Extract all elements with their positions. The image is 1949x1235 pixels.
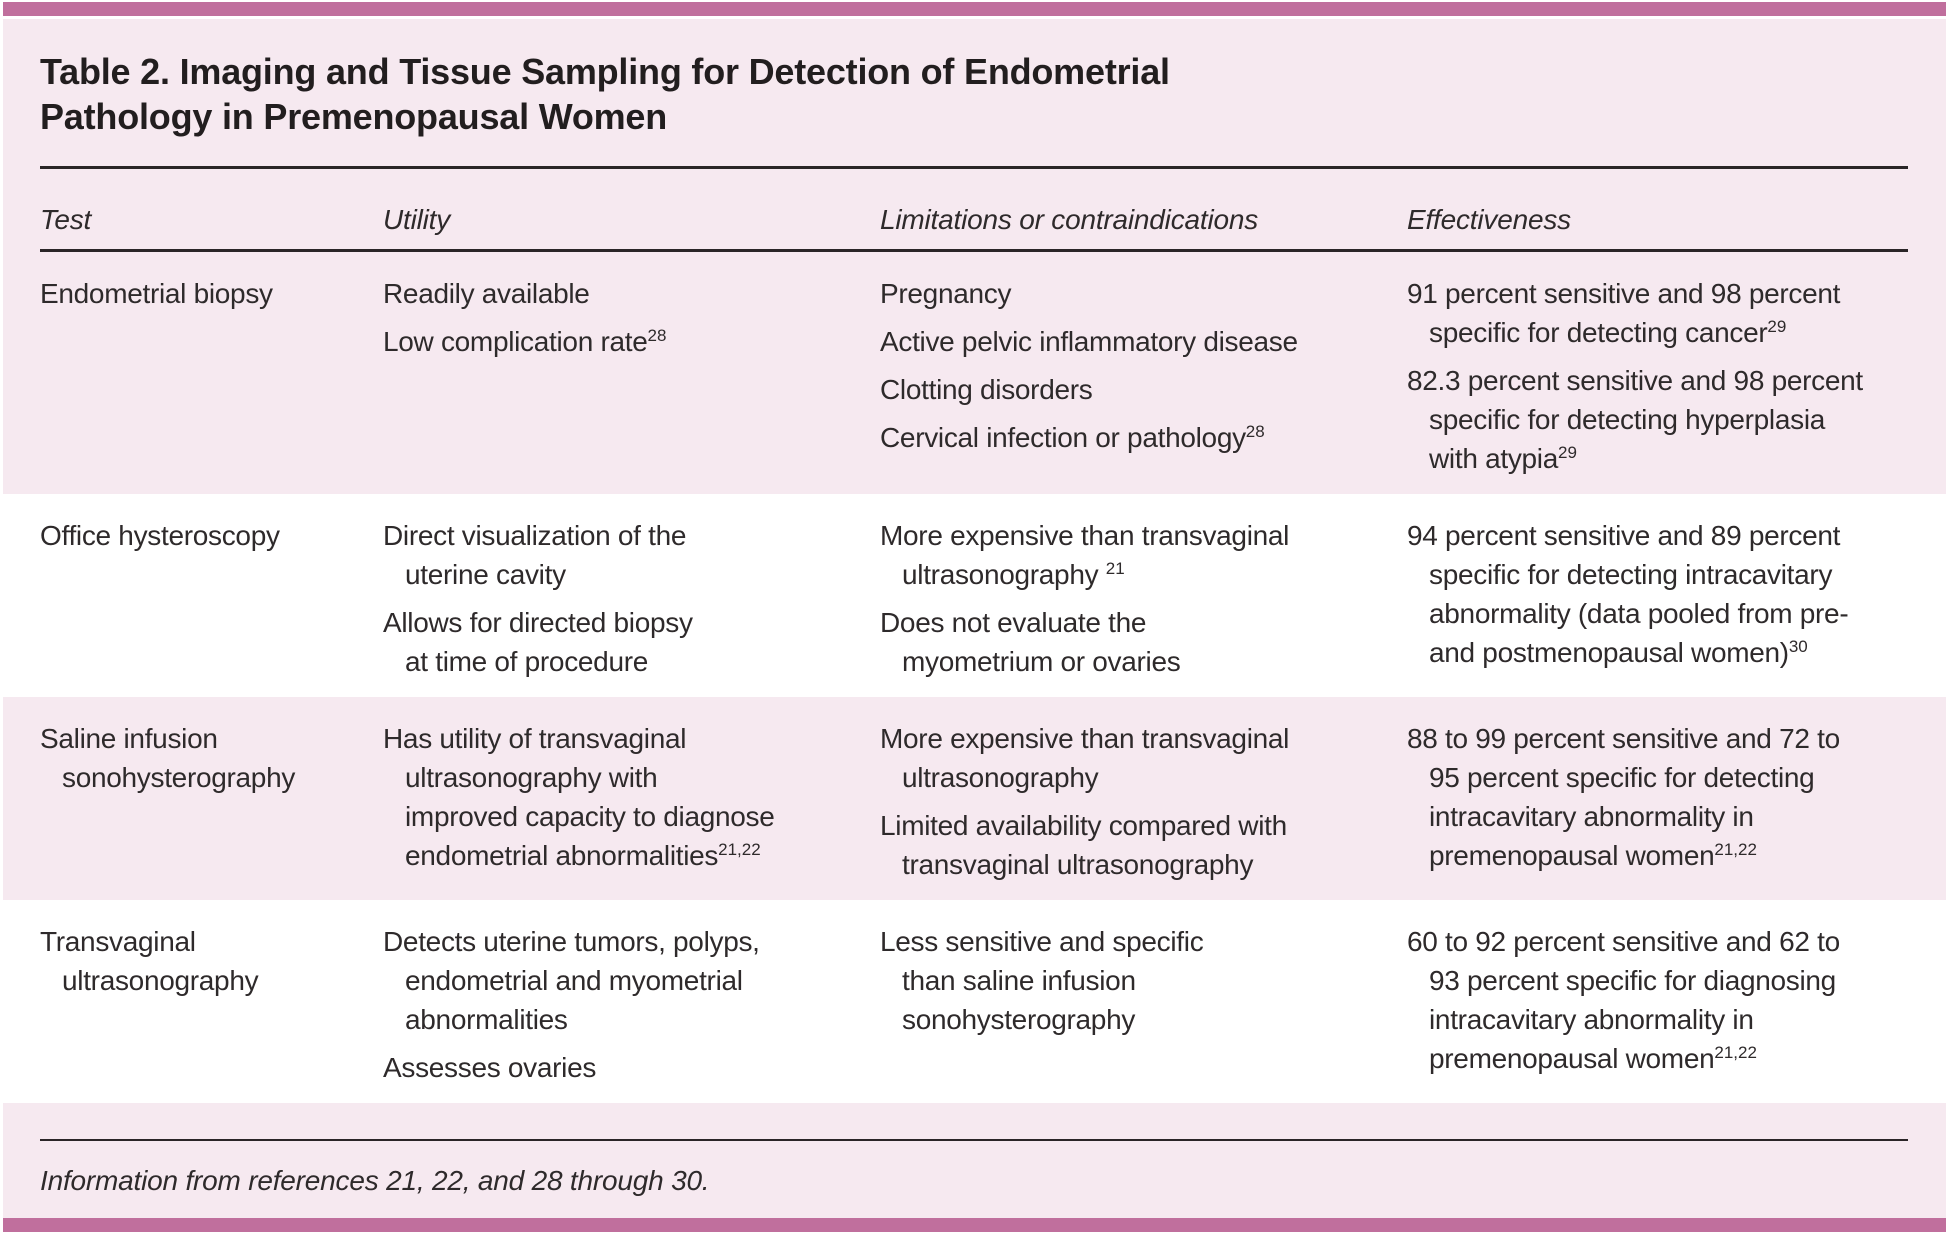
reference-superscript: 28 bbox=[647, 326, 667, 345]
column-header-limitations: Limitations or contraindications bbox=[880, 204, 1259, 235]
footnote-divider bbox=[40, 1139, 1908, 1141]
cell-paragraph: Cervical infection or pathology28 bbox=[880, 422, 1265, 453]
cell-paragraph: Endometrial biopsy bbox=[40, 278, 273, 309]
cell-test: Endometrial biopsy bbox=[40, 274, 383, 478]
cell-paragraph: Office hysteroscopy bbox=[40, 520, 280, 551]
cell-utility: Detects uterine tumors, polyps,endometri… bbox=[383, 922, 880, 1087]
table-panel: Table 2. Imaging and Tissue Sampling for… bbox=[3, 19, 1946, 1218]
cell-paragraph: Active pelvic inflammatory disease bbox=[880, 326, 1298, 357]
column-header-test: Test bbox=[40, 204, 92, 235]
top-accent-bar bbox=[3, 2, 1946, 16]
column-header-effectiveness: Effectiveness bbox=[1407, 204, 1571, 235]
footnote: Information from references 21, 22, and … bbox=[40, 1165, 710, 1196]
cell-test: Office hysteroscopy bbox=[40, 516, 383, 681]
reference-superscript: 21 bbox=[1105, 559, 1125, 578]
header-divider bbox=[40, 249, 1908, 252]
table-row: Office hysteroscopy Direct visualization … bbox=[3, 494, 1946, 697]
title-divider bbox=[40, 166, 1908, 169]
bottom-accent-bar bbox=[3, 1218, 1946, 1232]
table-header-row: Test Utility Limitations or contraindica… bbox=[3, 169, 1946, 237]
reference-superscript: 29 bbox=[1767, 317, 1787, 336]
reference-superscript: 29 bbox=[1558, 443, 1577, 462]
table-title: Table 2. Imaging and Tissue Sampling for… bbox=[40, 51, 1170, 137]
reference-superscript: 21,22 bbox=[1714, 1043, 1757, 1062]
reference-superscript: 30 bbox=[1788, 637, 1808, 656]
reference-superscript: 21,22 bbox=[718, 840, 761, 859]
reference-superscript: 21,22 bbox=[1714, 840, 1757, 859]
cell-paragraph: Readily available bbox=[383, 278, 590, 309]
cell-paragraph: Pregnancy bbox=[880, 278, 1012, 309]
cell-paragraph: Clotting disorders bbox=[880, 374, 1093, 405]
cell-paragraph: Assesses ovaries bbox=[383, 1052, 597, 1083]
column-header-utility: Utility bbox=[383, 204, 451, 235]
reference-superscript: 28 bbox=[1245, 422, 1265, 441]
cell-paragraph: Low complication rate28 bbox=[383, 326, 667, 357]
cell-paragraph: Detects uterine tumors, polyps,endometri… bbox=[383, 926, 760, 1035]
